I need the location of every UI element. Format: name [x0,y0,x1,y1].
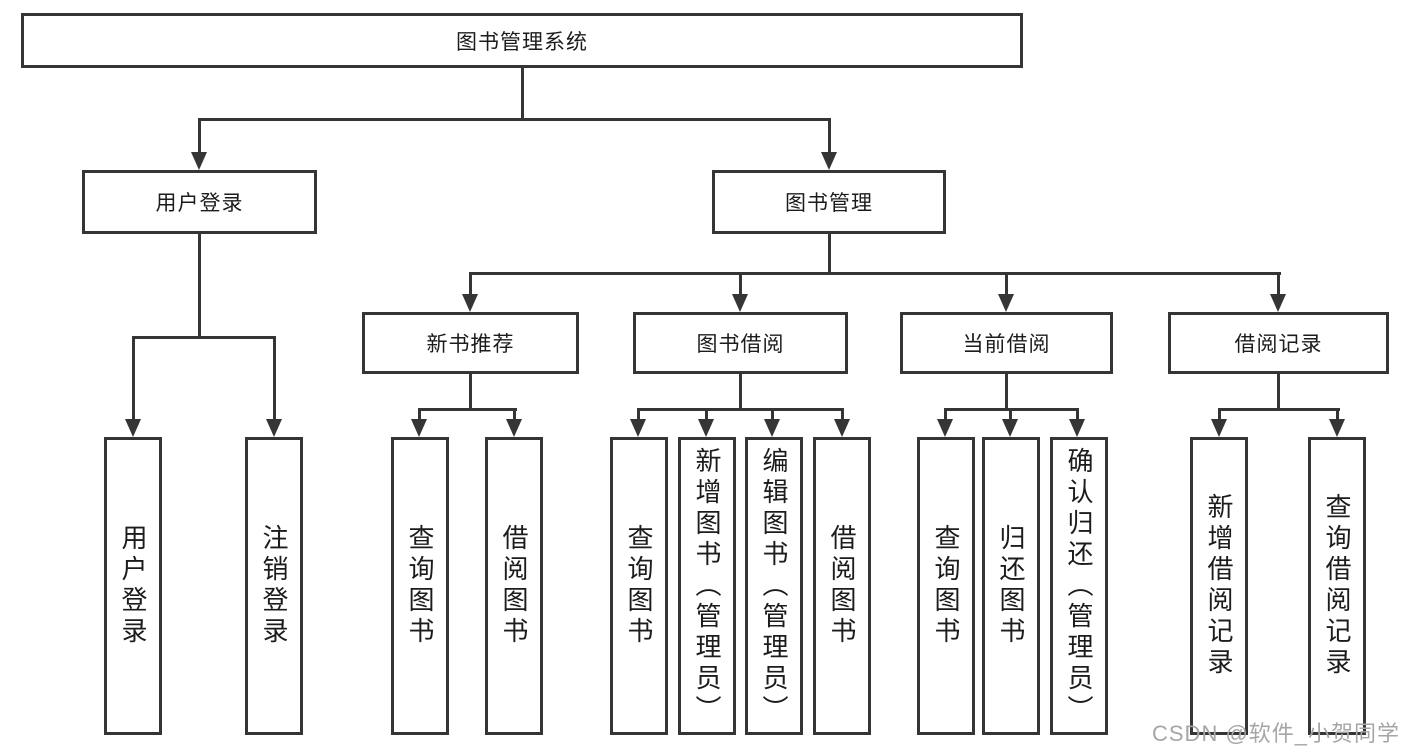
leaf-logout: 注销登录 [245,437,303,735]
arrow-down-icon [1211,419,1227,437]
connector-line [1218,408,1221,422]
arrow-down-icon [266,419,282,437]
connector-line [828,118,831,154]
connector-line [132,336,276,339]
node-book-borrow: 图书借阅 [633,312,848,374]
arrow-down-icon [834,419,850,437]
node-current-borrow: 当前借阅 [900,312,1113,374]
connector-line [771,408,774,422]
leaf-borrow-books: 借阅图书 [813,437,871,735]
connector-line [828,234,831,275]
arrow-down-icon [764,419,780,437]
node-label: 用户登录 [118,524,148,648]
connector-line [739,374,742,411]
leaf-return-book: 归还图书 [982,437,1040,735]
arrow-down-icon [462,294,478,312]
leaf-borrow-books-recommend: 借阅图书 [485,437,543,735]
connector-line [469,374,472,411]
node-label: 查询图书 [405,524,435,648]
node-label: 借阅图书 [499,524,529,648]
arrow-down-icon [191,152,207,170]
arrow-down-icon [698,419,714,437]
arrow-down-icon [1069,419,1085,437]
node-label: 图书管理系统 [456,30,588,54]
arrow-down-icon [732,294,748,312]
node-label: 用户登录 [155,192,244,215]
connector-line [841,408,844,422]
connector-line [198,118,831,121]
node-label: 查询借阅记录 [1322,493,1352,679]
connector-line [1218,408,1340,411]
node-label: 归还图书 [996,524,1026,648]
node-label: 查询图书 [931,524,961,648]
node-label: 新增借阅记录 [1204,493,1234,679]
connector-line [637,408,844,411]
leaf-add-book-admin: 新增图书（管理员） [678,437,736,735]
leaf-query-books-current: 查询图书 [917,437,975,735]
connector-line [198,118,201,154]
node-book-management: 图书管理 [712,170,946,234]
node-user-login: 用户登录 [82,170,317,234]
connector-line [637,408,640,422]
connector-line [273,336,276,422]
leaf-add-borrow-record: 新增借阅记录 [1190,437,1248,735]
leaf-query-books-recommend: 查询图书 [391,437,449,735]
connector-line [1277,272,1280,296]
connector-line [739,272,742,296]
leaf-edit-book-admin: 编辑图书（管理员） [745,437,803,735]
arrow-down-icon [1329,419,1345,437]
arrow-down-icon [1270,294,1286,312]
connector-line [132,336,135,422]
node-label: 借阅记录 [1234,333,1323,356]
leaf-query-books-borrow: 查询图书 [610,437,668,735]
connector-line [521,68,524,121]
arrow-down-icon [630,419,646,437]
arrow-down-icon [821,152,837,170]
connector-line [198,234,201,338]
arrow-down-icon [937,419,953,437]
node-label: 新增图书（管理员） [692,446,722,726]
connector-line [1277,374,1280,411]
arrow-down-icon [998,294,1014,312]
watermark: CSDN @软件_小贺同学 [1152,721,1401,746]
connector-line [418,408,421,422]
node-label: 图书管理 [785,192,873,215]
arrow-down-icon [506,419,522,437]
leaf-query-borrow-record: 查询借阅记录 [1308,437,1366,735]
connector-line [1005,374,1008,411]
node-library-system: 图书管理系统 [21,13,1023,68]
node-label: 查询图书 [624,524,654,648]
node-label: 当前借阅 [962,333,1051,356]
connector-line [418,408,517,411]
node-label: 新书推荐 [426,333,515,356]
arrow-down-icon [411,419,427,437]
arrow-down-icon [125,419,141,437]
connector-line [469,272,1281,275]
arrow-down-icon [1002,419,1018,437]
node-label: 借阅图书 [827,524,857,648]
connector-line [513,408,516,422]
connector-line [1336,408,1339,422]
node-label: 编辑图书（管理员） [759,446,789,726]
node-label: 确认归还（管理员） [1064,446,1094,726]
node-borrow-records: 借阅记录 [1168,312,1389,374]
leaf-confirm-return-admin: 确认归还（管理员） [1050,437,1108,735]
node-new-book-recommend: 新书推荐 [362,312,579,374]
connector-line [1009,408,1012,422]
node-label: 注销登录 [259,524,289,648]
node-label: 图书借阅 [696,333,785,356]
connector-line [1005,272,1008,296]
connector-line [469,272,472,296]
connector-line [1076,408,1079,422]
connector-line [944,408,947,422]
connector-line [705,408,708,422]
leaf-user-login: 用户登录 [104,437,162,735]
